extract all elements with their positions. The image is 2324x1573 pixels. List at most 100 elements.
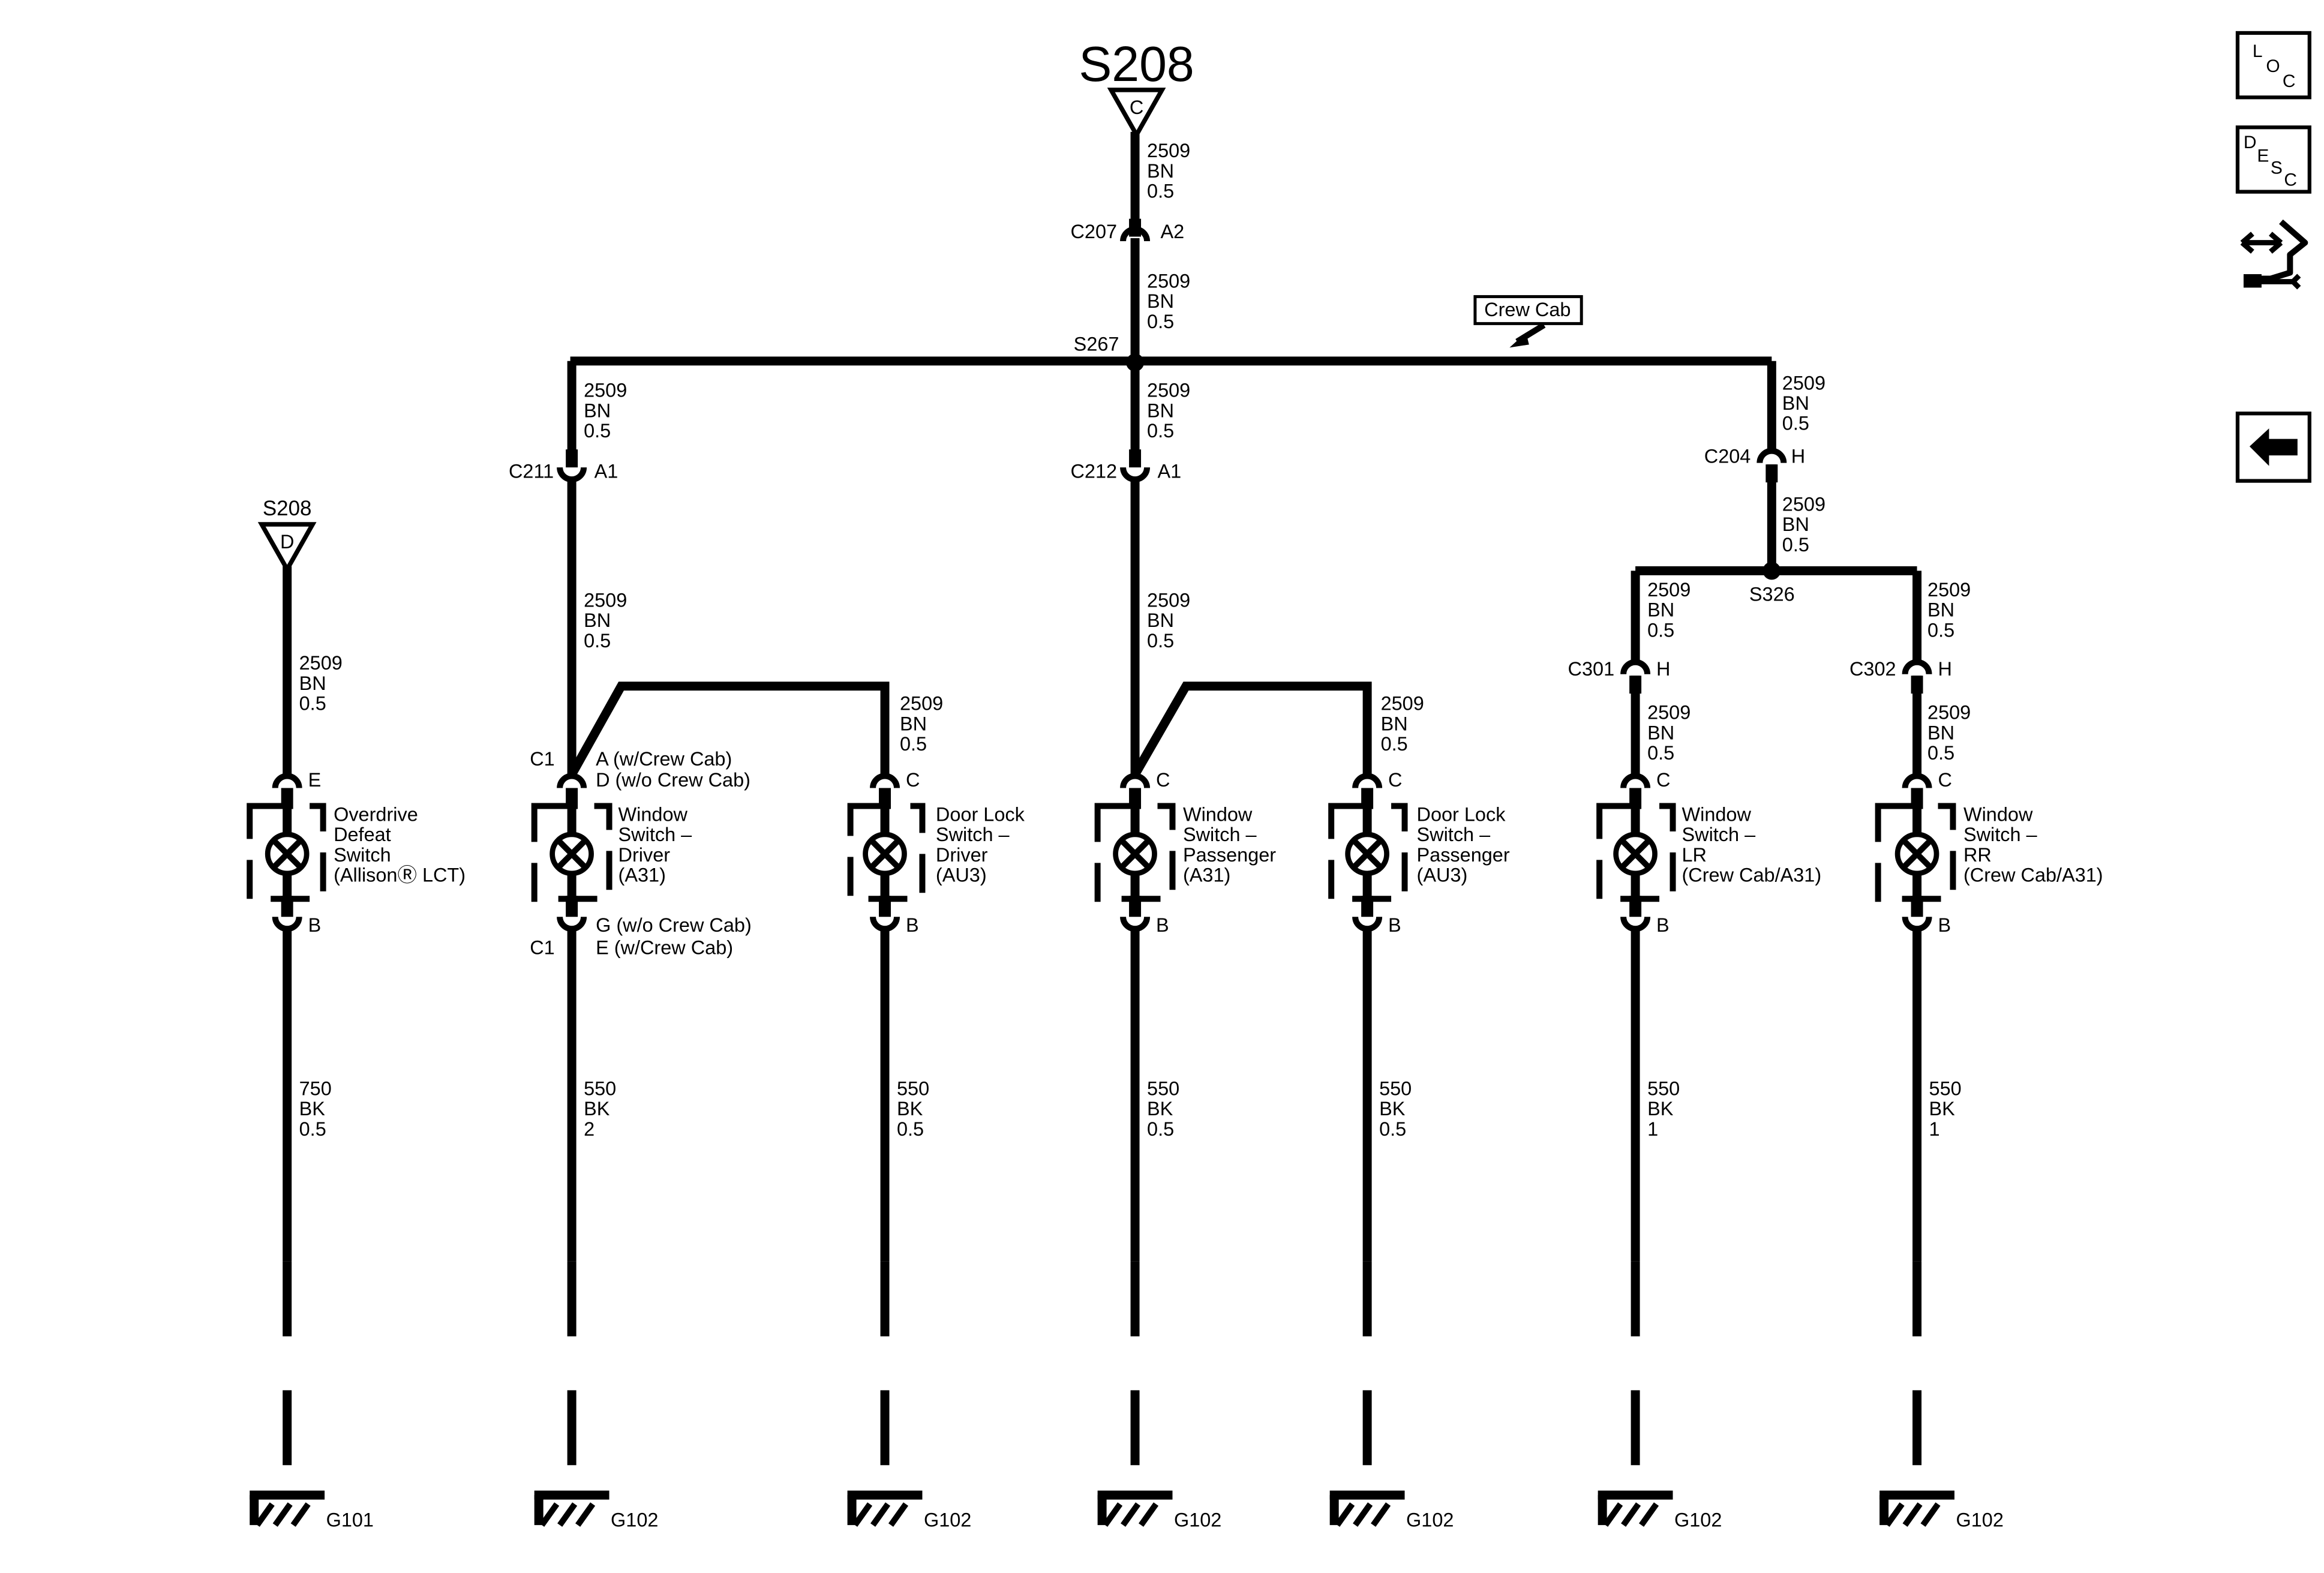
component-label-line: Passenger	[1417, 844, 1510, 866]
component-label-line: (AU3)	[936, 864, 987, 886]
pin-bottom: B	[1938, 914, 1951, 936]
connector-c211-name: C211	[509, 461, 554, 482]
ground-label: G102	[1174, 1509, 1221, 1531]
desc-letter-2: E	[2257, 146, 2269, 166]
component-label-line: LR	[1682, 844, 1707, 866]
connector-c212-name: C212	[1070, 461, 1117, 482]
connector-name-bottom: C1	[530, 937, 555, 959]
pin-bottom: B	[906, 914, 919, 936]
ground-label: G101	[326, 1509, 374, 1531]
splice-s208-c-name: S208	[1079, 37, 1194, 92]
connector-c207-name: C207	[1070, 221, 1117, 242]
component-label-line: Switch –	[1183, 824, 1257, 845]
splice-s326-dot	[1762, 562, 1781, 580]
wiring	[283, 131, 1922, 777]
desc-letter-3: S	[2271, 158, 2283, 178]
connector-c204-name: C204	[1704, 446, 1751, 467]
service-procedure-icon[interactable]	[2240, 219, 2308, 290]
component-label-line: Driver	[936, 844, 988, 866]
desc-letter-4: C	[2284, 170, 2297, 190]
pin-top: C	[1656, 769, 1670, 791]
component-label-line: Window	[1183, 803, 1253, 825]
splice-s267-dot	[1126, 353, 1145, 372]
pin-bottom-line-2: E (w/Crew Cab)	[596, 937, 733, 959]
connector-c211: C211 A1	[509, 449, 618, 482]
ground-label: G102	[1674, 1509, 1722, 1531]
component-label-line: Door Lock	[1417, 803, 1506, 825]
pin-top: C	[906, 769, 920, 791]
component-label-line: Overdrive	[334, 803, 418, 825]
desc-letter-1: D	[2244, 133, 2257, 152]
connector-c301: C301 H	[1568, 658, 1670, 694]
ground-label: G102	[924, 1509, 971, 1531]
connector-c212: C212 A1	[1070, 449, 1181, 482]
loc-letter-1: L	[2253, 41, 2263, 61]
pin-top: C	[1388, 769, 1402, 791]
component-label-line: (AllisonⓇ LCT)	[334, 864, 466, 886]
splice-s326-label: S326	[1749, 583, 1795, 605]
connector-name-top: C1	[530, 748, 555, 770]
option-note: Crew Cab	[1473, 295, 1583, 348]
splice-s208-d-name: S208	[263, 497, 312, 520]
component-label-line: Window	[618, 803, 688, 825]
loc-letter-3: C	[2283, 71, 2296, 91]
pin-bottom: B	[308, 914, 322, 936]
back-button[interactable]	[2235, 412, 2311, 483]
loc-button[interactable]: L O C	[2235, 31, 2311, 100]
component-label-line: Switch –	[936, 824, 1010, 845]
pin-top: E	[308, 769, 322, 791]
component-label-line: Switch –	[1417, 824, 1491, 845]
splice-s208-d: S208 D	[257, 497, 317, 574]
ground-label: G102	[1406, 1509, 1454, 1531]
component-label-line: (Crew Cab/A31)	[1682, 864, 1822, 886]
splice-s208-d-letter: D	[280, 531, 294, 553]
pin-top-line-2: D (w/o Crew Cab)	[596, 769, 750, 791]
wire-branch-doorlock-driver	[568, 682, 890, 777]
loc-letter-2: O	[2266, 56, 2280, 76]
connector-c204: C204 H	[1704, 446, 1805, 483]
component-label-line: (AU3)	[1417, 864, 1468, 886]
splice-s267-label: S267	[1074, 333, 1119, 355]
connector-c211-pin: A1	[594, 461, 618, 482]
component-label-line: Switch	[334, 844, 391, 866]
pin-top: C	[1938, 769, 1952, 791]
component-label-line: Window	[1963, 803, 2033, 825]
connector-c301-pin: H	[1656, 658, 1670, 680]
ground-label: G102	[1956, 1509, 2003, 1531]
desc-button[interactable]: D E S C	[2235, 125, 2311, 194]
component-label-line: (Crew Cab/A31)	[1963, 864, 2103, 886]
connector-c302-name: C302	[1849, 658, 1896, 680]
component-label-line: (A31)	[1183, 864, 1230, 886]
connector-c302-pin: H	[1938, 658, 1952, 680]
component-label-line: Driver	[618, 844, 671, 866]
pin-top: C	[1156, 769, 1170, 791]
component-label-line: RR	[1963, 844, 1992, 866]
component-label-line: Switch –	[1682, 824, 1756, 845]
component-label-line: Switch –	[618, 824, 693, 845]
pin-bottom: B	[1388, 914, 1401, 936]
